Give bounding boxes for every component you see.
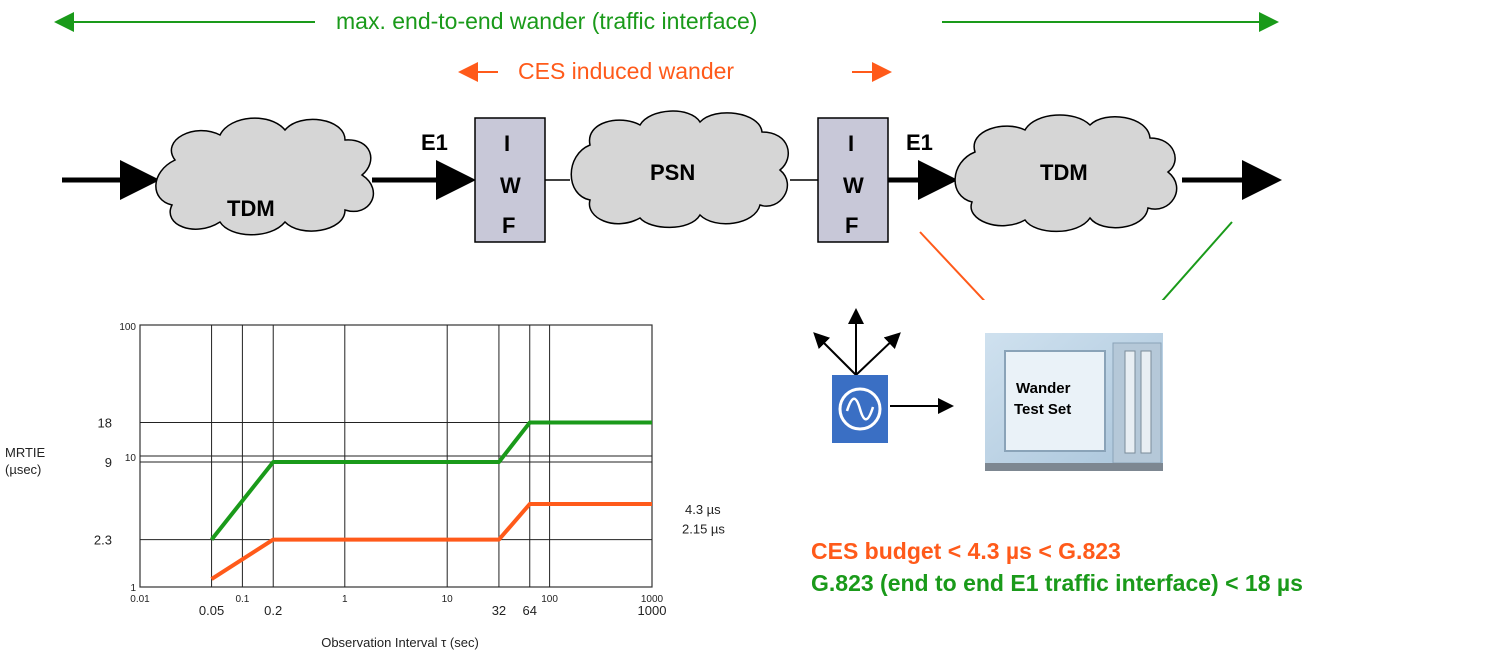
chart-grid bbox=[139, 324, 653, 588]
y-tick-label: 100 bbox=[119, 322, 136, 333]
tdm-left-label: TDM bbox=[227, 196, 275, 221]
x-extra-label: 32 bbox=[492, 603, 506, 618]
e2e-measure-arrow bbox=[1161, 221, 1233, 300]
sync-source bbox=[813, 308, 954, 443]
wander-test-set-icon bbox=[985, 333, 1163, 471]
right-label-4-3: 4.3 µs bbox=[685, 502, 721, 517]
ces-measure-arrow bbox=[919, 231, 986, 300]
iwf-right-box bbox=[817, 117, 889, 243]
y-extra-label: 9 bbox=[105, 455, 112, 470]
y-extra-label: 2.3 bbox=[94, 533, 112, 548]
x-extra-label: 0.05 bbox=[199, 603, 224, 618]
g823-budget-text: G.823 (end to end E1 traffic interface) … bbox=[811, 570, 1303, 596]
mrtie-chart: 0.01 0.1 1 10 100 1000 1 10 100 0.05 0.2 32 64 1000 18… bbox=[5, 322, 725, 650]
series-line-1 bbox=[210, 502, 652, 581]
x-extra-label: 0.2 bbox=[264, 603, 282, 618]
y-tick-label: 10 bbox=[125, 453, 137, 464]
iwf-left-letter-i: I bbox=[504, 131, 511, 156]
test-set-label-line2: Test Set bbox=[1014, 401, 1072, 418]
tdm-right-label: TDM bbox=[1040, 160, 1088, 185]
ces-budget-text: CES budget < 4.3 µs < G.823 bbox=[811, 538, 1121, 564]
y-extra-label: 18 bbox=[98, 416, 112, 431]
tdm-cloud-right bbox=[954, 114, 1178, 233]
chart-labels: 0.01 0.1 1 10 100 1000 1 10 100 0.05 0.2 32 64 1000 18… bbox=[5, 322, 725, 650]
max-wander-label: max. end-to-end wander (traffic interfac… bbox=[336, 8, 758, 34]
y-axis-title-line2: (µsec) bbox=[5, 462, 41, 477]
x-extra-label: 64 bbox=[523, 603, 537, 618]
iwf-right-letter-w: W bbox=[843, 173, 864, 198]
right-label-2-15: 2.15 µs bbox=[682, 522, 725, 537]
y-tick-label: 1 bbox=[130, 583, 136, 594]
ces-wander-label: CES induced wander bbox=[518, 58, 735, 84]
psn-cloud bbox=[570, 110, 789, 229]
x-tick-label: 10 bbox=[442, 594, 454, 605]
top-arrows bbox=[54, 12, 1279, 82]
test-set-label-line1: Wander bbox=[1016, 380, 1071, 397]
x-tick-label: 1 bbox=[342, 594, 348, 605]
x-tick-label: 100 bbox=[541, 594, 558, 605]
e1-left-label: E1 bbox=[421, 130, 448, 155]
iwf-left-letter-f: F bbox=[502, 213, 516, 238]
x-extra-label: 1000 bbox=[638, 603, 667, 618]
sync-arrow-left bbox=[813, 332, 857, 376]
x-axis-title: Observation Interval τ (sec) bbox=[321, 635, 479, 650]
iwf-right-letter-i: I bbox=[848, 131, 855, 156]
sync-arrow-right bbox=[855, 332, 901, 376]
y-axis-title-line1: MRTIE bbox=[5, 445, 46, 460]
tdm-cloud-left bbox=[155, 117, 374, 236]
chart-series bbox=[210, 420, 652, 581]
x-tick-label: 0.1 bbox=[235, 594, 249, 605]
series-line-0 bbox=[210, 420, 652, 541]
x-tick-label: 0.01 bbox=[130, 594, 150, 605]
network-diagram bbox=[62, 110, 1282, 300]
iwf-right-letter-f: F bbox=[845, 213, 859, 238]
e1-right-label: E1 bbox=[906, 130, 933, 155]
iwf-left-letter-w: W bbox=[500, 173, 521, 198]
psn-label: PSN bbox=[650, 160, 696, 185]
x-tick-label: 1000 bbox=[641, 594, 664, 605]
iwf-left-box bbox=[474, 117, 546, 243]
